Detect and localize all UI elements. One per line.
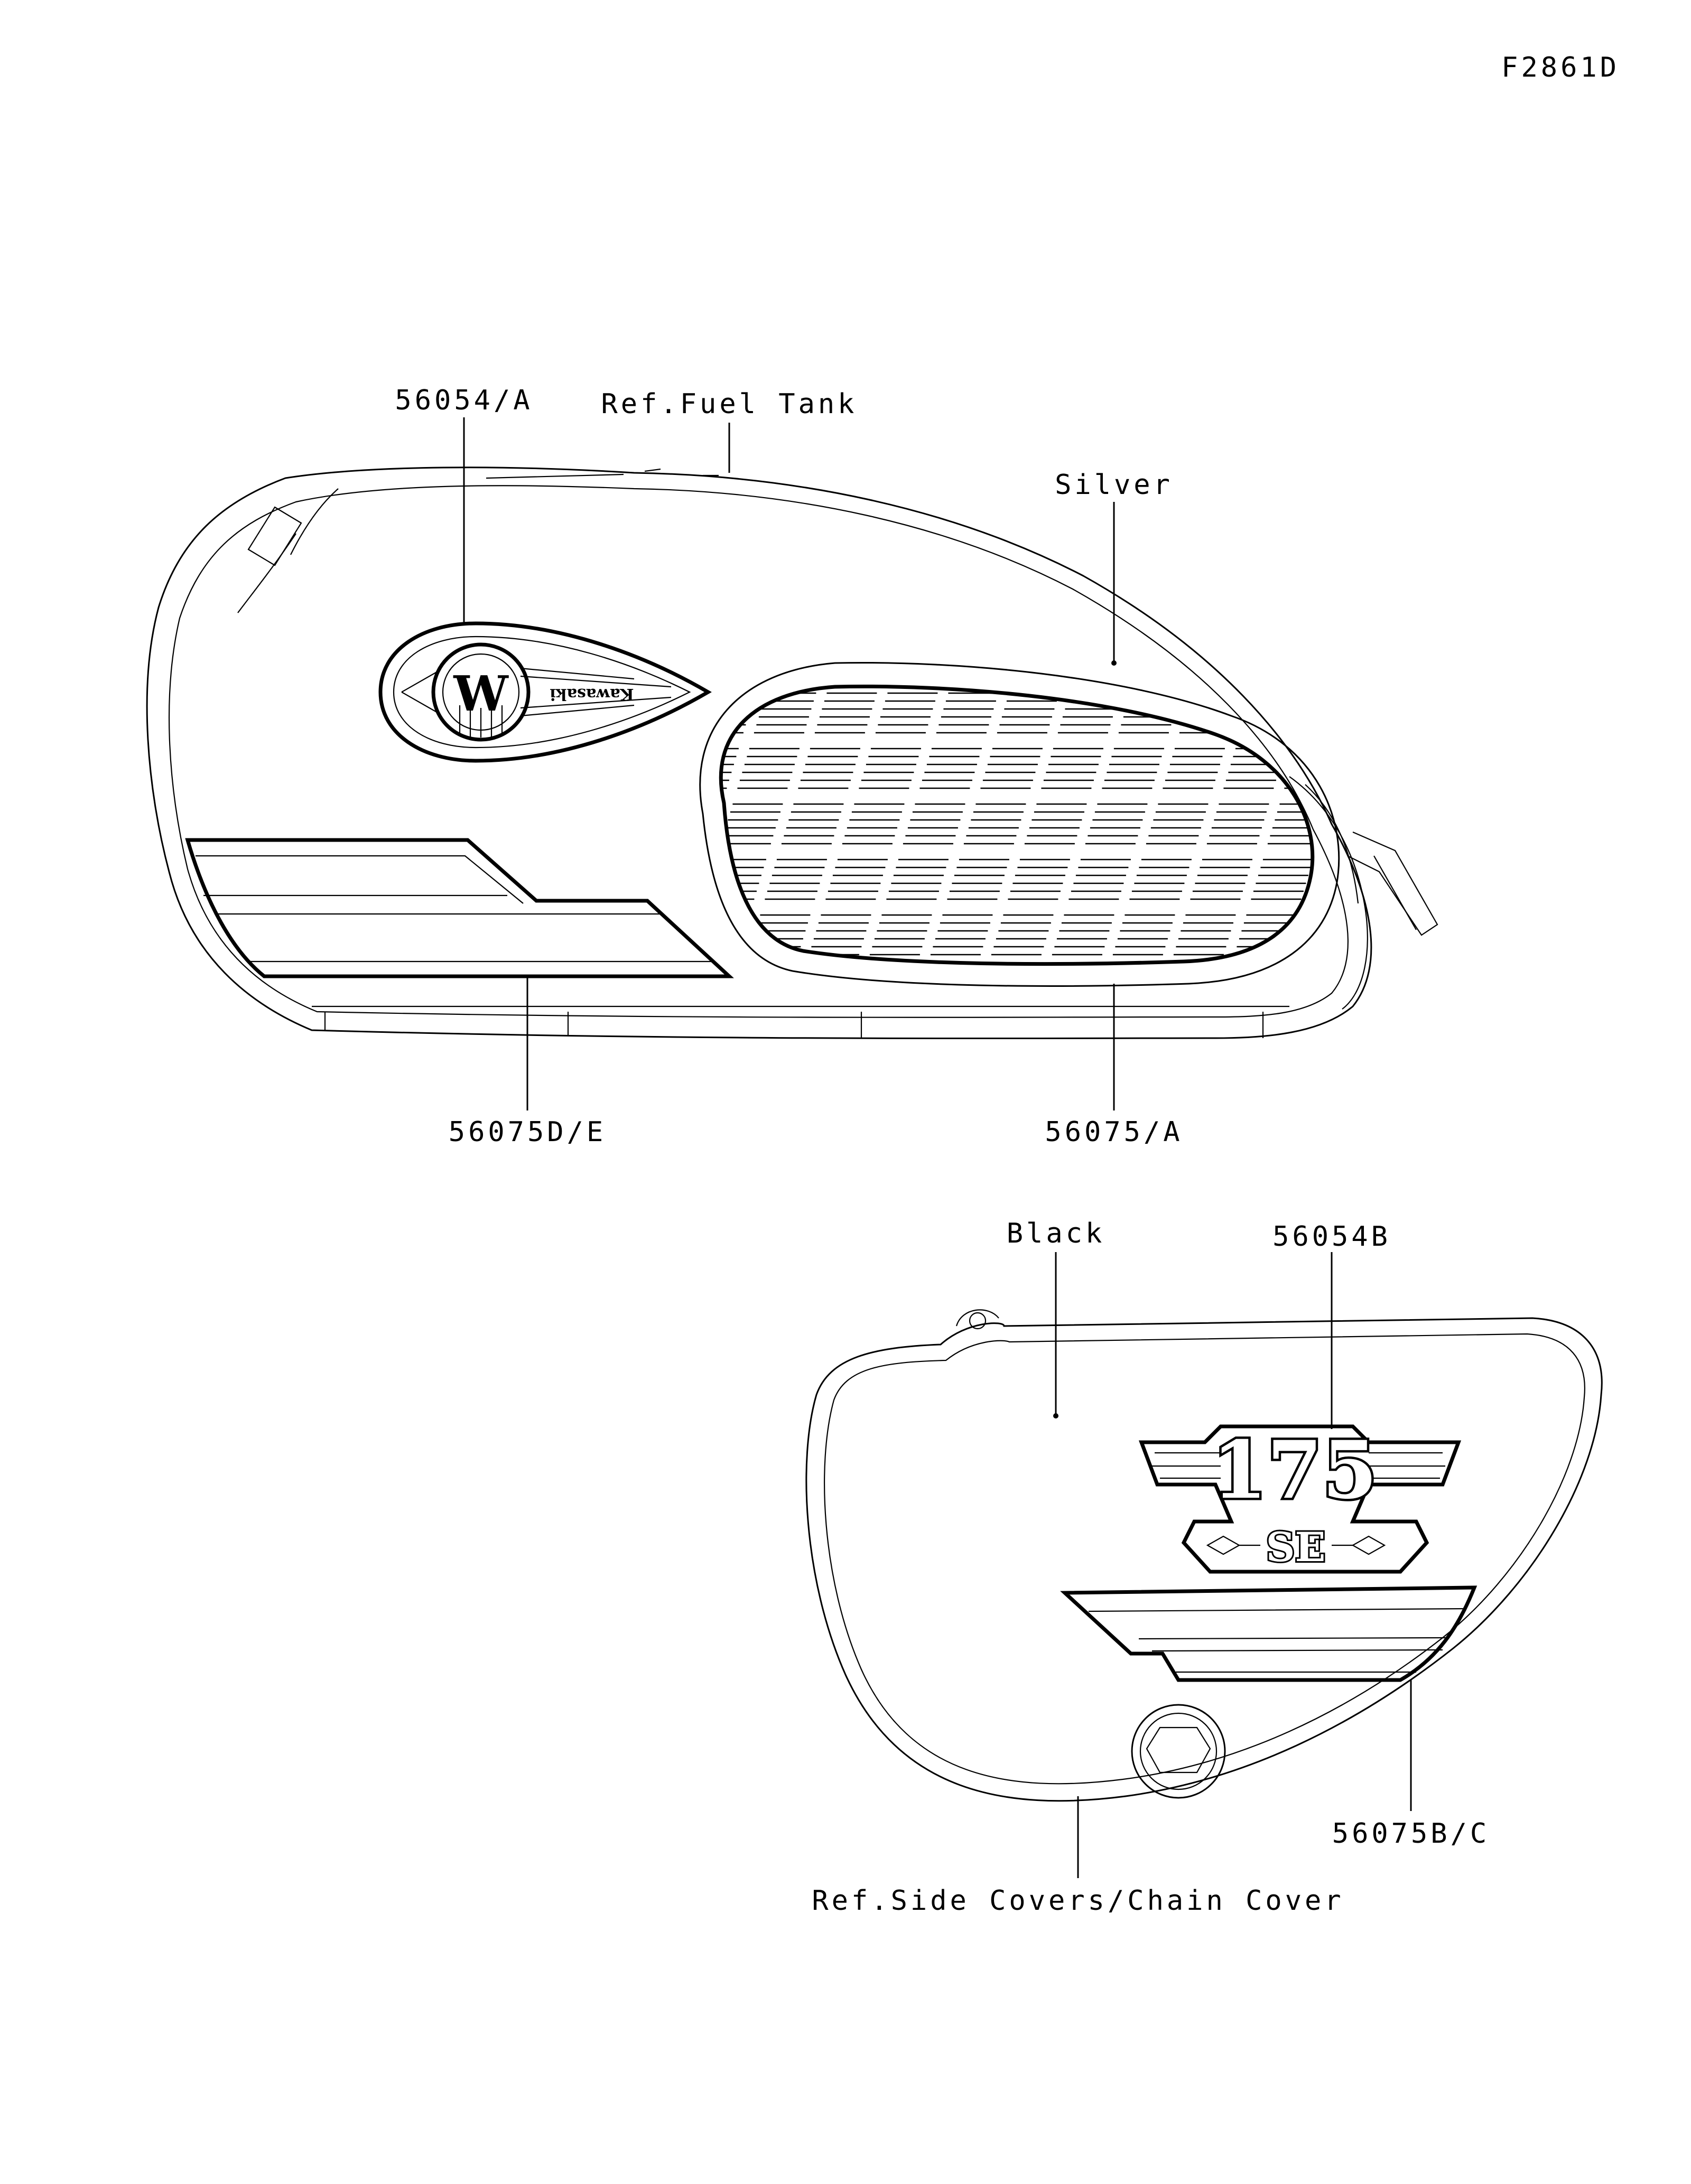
knee-pad-cell — [792, 970, 854, 1010]
tank-emblem-wordmark: Kawasaki — [550, 685, 634, 703]
knee-pad-cell — [1234, 914, 1297, 956]
knee-pad-cell — [974, 970, 1037, 1010]
knee-pad-cell — [1052, 914, 1114, 956]
knee-pad-cell — [875, 692, 938, 734]
knee-pad-cell — [1267, 803, 1313, 845]
knee-pad-cell — [721, 803, 783, 845]
knee-pad-cell — [869, 914, 932, 956]
knee-pad — [627, 661, 1340, 1010]
knee-pad-cell — [1206, 803, 1269, 845]
cover-emblem-number: 175 — [1212, 1424, 1377, 1517]
knee-pad-cell — [1112, 914, 1175, 956]
knee-pad-cell — [1085, 803, 1148, 845]
knee-pad-cell — [859, 748, 921, 789]
label-cover-color: Black — [1007, 1218, 1105, 1249]
knee-pad-cell — [1146, 803, 1209, 845]
knee-pad-cell — [1163, 748, 1225, 789]
knee-pad-cell — [1041, 748, 1103, 789]
knee-pad-cell — [1157, 970, 1219, 1010]
tank-emblem: W Kawasaki — [378, 621, 712, 763]
knee-pad-cell — [930, 914, 993, 956]
knee-pad-cell — [765, 858, 827, 900]
label-ref-side-covers: Ref.Side Covers/Chain Cover — [812, 1885, 1344, 1917]
knee-pad-cell — [903, 803, 965, 845]
label-cover-emblem-part: 56054B — [1272, 1221, 1391, 1253]
side-cover — [805, 1309, 1603, 1802]
knee-pad-cell — [1008, 858, 1070, 900]
knee-pad-cell — [842, 803, 905, 845]
knee-pad-cell — [1129, 858, 1192, 900]
knee-pad-cell — [1096, 970, 1158, 1010]
knee-pad-cell — [947, 858, 1009, 900]
knee-pad-cell — [919, 748, 982, 789]
knee-pad-cell — [643, 860, 705, 899]
knee-pad-cell — [1173, 914, 1236, 956]
knee-pad-cell — [936, 692, 999, 734]
knee-pad-cell — [1035, 970, 1097, 1010]
cover-emblem-badge: SE — [1266, 1524, 1326, 1571]
knee-pad-cell — [754, 692, 816, 734]
knee-pad-cell — [721, 803, 722, 805]
leader-lines — [463, 417, 1412, 1878]
knee-pad-cell — [963, 803, 1026, 845]
tank-stripe — [185, 838, 734, 978]
knee-pad-cell — [886, 858, 949, 900]
knee-pad-cell — [1102, 748, 1164, 789]
label-tank-stripe-part: 56075D/E — [449, 1116, 606, 1148]
label-knee-pad-part: 56075/A — [1045, 1116, 1183, 1148]
label-tank-color: Silver — [1055, 469, 1173, 501]
knee-pad-cell — [737, 748, 800, 789]
knee-pad-cell — [914, 970, 976, 1010]
figure-code: F2861D — [1501, 52, 1620, 83]
knee-pad-cell — [1251, 858, 1313, 900]
cover-stripe — [1060, 1585, 1478, 1682]
knee-pad-cell — [809, 914, 871, 956]
knee-pad-cell — [1190, 858, 1252, 900]
knee-pad-cell — [853, 970, 915, 1010]
knee-pad-cell — [798, 748, 860, 789]
knee-pad-cell — [1118, 692, 1181, 734]
knee-pad-cell — [825, 858, 888, 900]
knee-pad-cell — [1069, 858, 1131, 900]
knee-pad-cell — [1284, 748, 1313, 789]
knee-pad-cell — [627, 915, 689, 955]
label-ref-fuel-tank: Ref.Fuel Tank — [601, 388, 858, 420]
knee-pad-cell — [721, 748, 739, 789]
tank-emblem-letter: W — [453, 665, 509, 722]
knee-pad-cell — [1024, 803, 1087, 845]
knee-pad-cell — [1300, 700, 1313, 734]
knee-pad-cell — [731, 970, 794, 1010]
label-cover-stripe-part: 56075B/C — [1332, 1818, 1490, 1850]
fuel-tank — [146, 466, 1438, 1040]
knee-pad-cell — [781, 803, 844, 845]
knee-pad-cell — [814, 692, 877, 734]
knee-pad-cell — [980, 748, 1043, 789]
cover-emblem: 175 SE — [1138, 1422, 1462, 1574]
label-tank-emblem-part: 56054/A — [395, 385, 533, 416]
knee-pad-cell — [991, 914, 1054, 956]
knee-pad-cell — [1218, 970, 1280, 1010]
